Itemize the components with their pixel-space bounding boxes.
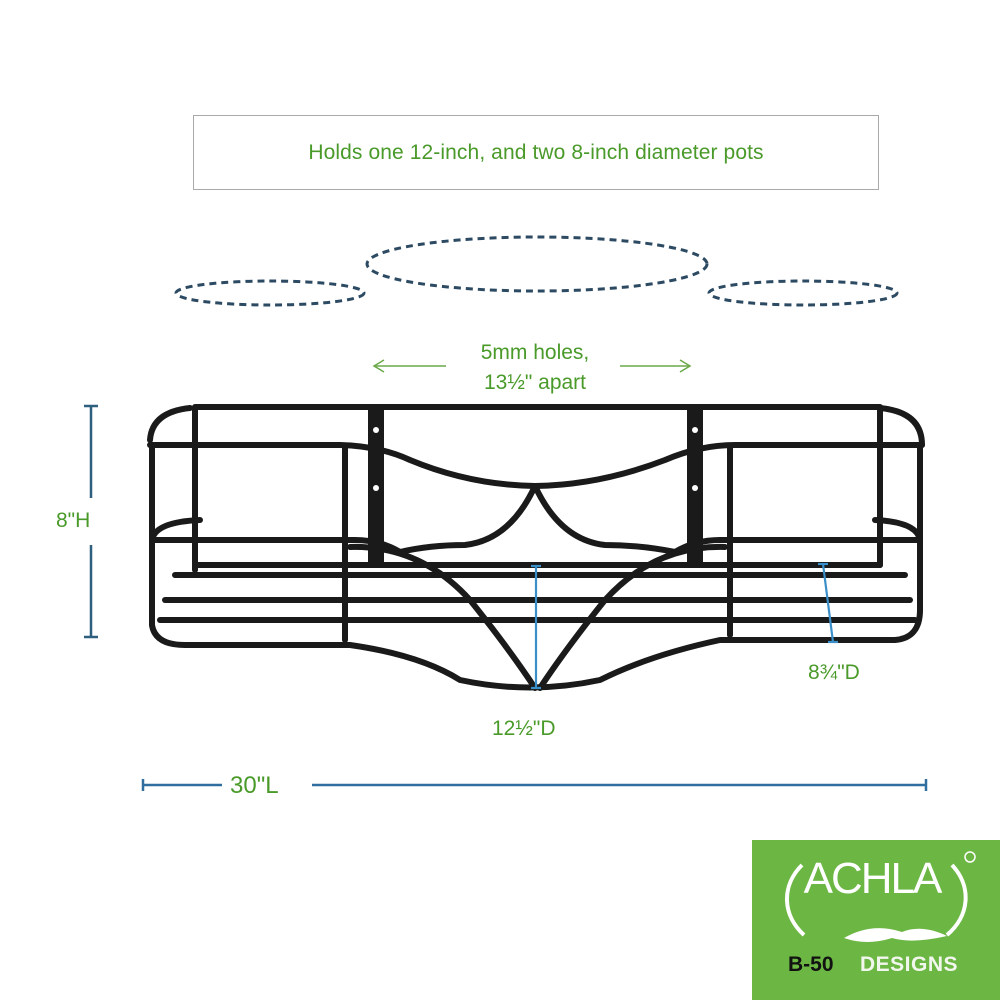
mounting-holes-label: 5mm holes, 13½" apart xyxy=(430,338,640,398)
length-label: 30"L xyxy=(230,772,279,799)
right-pot-outline-icon xyxy=(707,279,899,307)
depth-markers xyxy=(531,562,838,690)
height-label: 8"H xyxy=(56,509,91,532)
length-dimension-line xyxy=(141,779,928,791)
left-pot-outline-icon xyxy=(174,279,366,307)
mounting-line-1: 5mm holes, xyxy=(480,341,590,364)
mounting-brackets xyxy=(368,408,703,568)
caption-box: Holds one 12-inch, and two 8-inch diamet… xyxy=(193,115,879,190)
side-depth-marker-icon xyxy=(821,563,835,643)
mounting-arrows xyxy=(372,359,692,373)
logo-tagline: DESIGNS xyxy=(860,953,959,976)
height-dimension-line xyxy=(84,404,98,639)
side-depth-label: 8¾"D xyxy=(808,661,860,684)
brand-logo: ACHLA B-50 DESIGNS xyxy=(752,840,1000,1000)
pot-outlines xyxy=(174,235,899,307)
center-pot-outline-icon xyxy=(365,235,709,293)
logo-model: B-50 xyxy=(788,953,834,976)
logo-emblem-icon xyxy=(784,851,976,942)
logo-brand-name: ACHLA xyxy=(803,854,943,903)
caption-text: Holds one 12-inch, and two 8-inch diamet… xyxy=(308,140,764,164)
mounting-line-2: 13½" apart xyxy=(483,371,587,394)
center-depth-label: 12½"D xyxy=(492,717,556,740)
